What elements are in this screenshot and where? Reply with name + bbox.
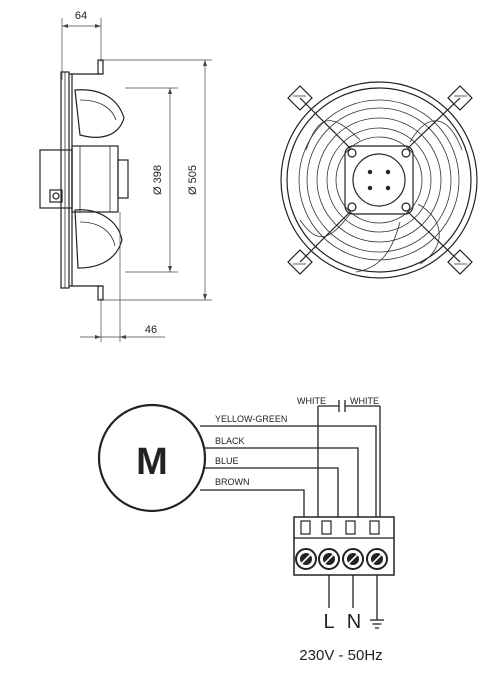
black-wire-label: BLACK bbox=[215, 436, 245, 446]
hub-bolts bbox=[347, 148, 411, 212]
guard-struts bbox=[299, 97, 461, 263]
motor-symbol-label: M bbox=[136, 441, 168, 483]
terminal-block bbox=[293, 516, 395, 576]
earth-icon bbox=[370, 608, 384, 629]
dimension-outer-diameter: Ø 505 bbox=[103, 59, 212, 301]
blade-top bbox=[74, 89, 125, 138]
supply-leads bbox=[328, 575, 378, 608]
neutral-terminal-label: N bbox=[347, 611, 361, 633]
motor-wires bbox=[200, 425, 377, 518]
motor-body bbox=[71, 145, 119, 213]
brown-wire-label: BROWN bbox=[215, 477, 250, 487]
blade-bottom bbox=[74, 209, 123, 269]
white-wire-label-right: WHITE bbox=[350, 396, 379, 406]
mount-bracket-top bbox=[97, 59, 104, 75]
depth-top-label: 64 bbox=[75, 10, 87, 22]
white-wire-label-left: WHITE bbox=[297, 396, 326, 406]
guard-rings bbox=[280, 81, 478, 279]
side-view: 64 46 bbox=[39, 10, 212, 342]
fan-blades bbox=[299, 120, 463, 273]
inner-diameter-label: Ø 398 bbox=[152, 165, 164, 195]
front-view bbox=[280, 81, 478, 279]
blue-wire-label: BLUE bbox=[215, 456, 239, 466]
yellow-green-wire-label: YELLOW-GREEN bbox=[215, 414, 287, 424]
mount-bracket-bottom bbox=[97, 285, 104, 301]
wiring-diagram: M WHITE WHITE YELLOW-GREEN BLACK BLUE BR… bbox=[97, 396, 395, 664]
dimension-inner-diameter: Ø 398 bbox=[125, 87, 178, 273]
dimension-depth-bottom: 46 bbox=[80, 212, 165, 342]
line-terminal-label: L bbox=[323, 611, 334, 633]
outer-diameter-label: Ø 505 bbox=[187, 165, 199, 195]
motor-hub bbox=[344, 145, 414, 215]
capacitor bbox=[317, 400, 381, 518]
terminal-screws bbox=[295, 548, 388, 570]
supply-voltage-label: 230V - 50Hz bbox=[299, 647, 382, 664]
depth-bottom-label: 46 bbox=[145, 324, 157, 336]
dimension-depth-top: 64 bbox=[61, 10, 102, 80]
motor-symbol bbox=[97, 403, 207, 513]
